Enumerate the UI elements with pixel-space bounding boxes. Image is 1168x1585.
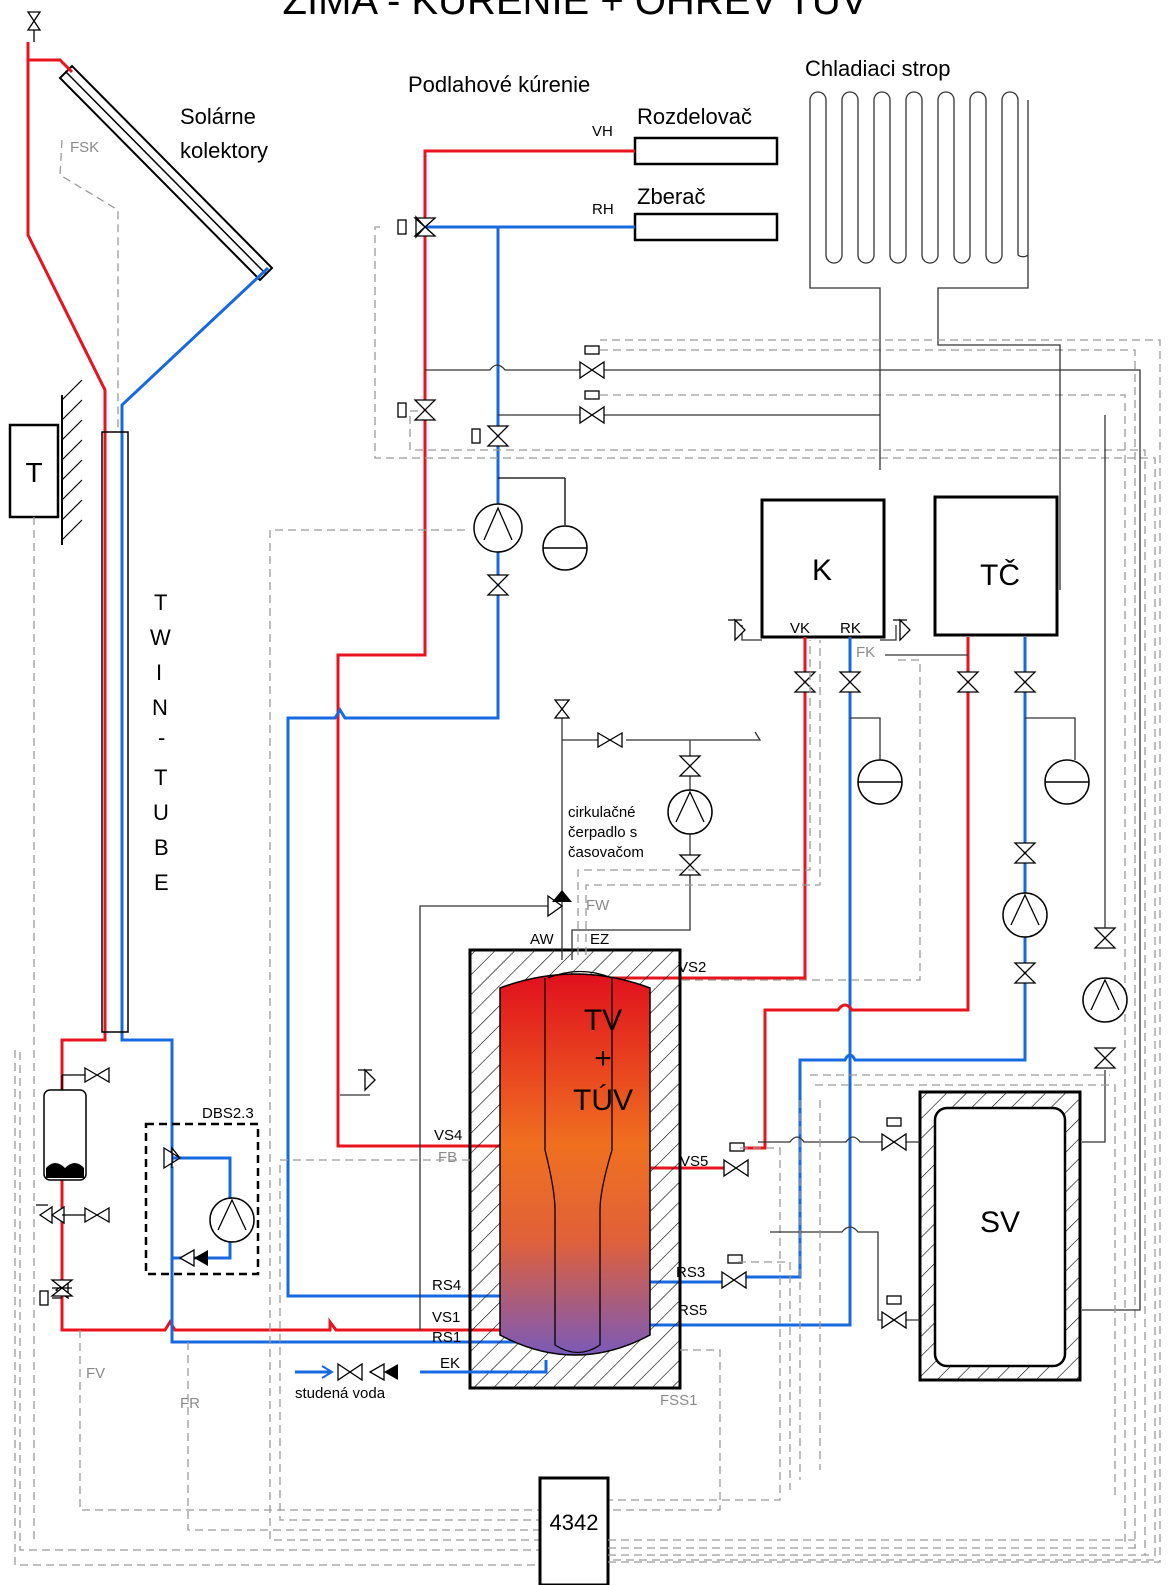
svg-text:U: U bbox=[153, 800, 169, 825]
valve-red-mid bbox=[397, 399, 437, 421]
rs4-label: RS4 bbox=[432, 1277, 461, 1294]
floor-pump-icon bbox=[473, 503, 523, 553]
boiler-expansion-vessel bbox=[857, 759, 903, 805]
heat-pump-tc bbox=[933, 495, 1059, 637]
collector-box bbox=[633, 212, 779, 242]
rk-label: RK bbox=[840, 620, 861, 637]
rs1-label: RS1 bbox=[432, 1329, 461, 1346]
tank-body bbox=[499, 973, 651, 1356]
svg-text:B: B bbox=[154, 835, 169, 860]
distributor-label: Rozdelovač bbox=[637, 104, 752, 129]
cooling-ceiling-label: Chladiaci strop bbox=[805, 56, 951, 81]
storage-label: SV bbox=[980, 1206, 1020, 1239]
vs2-label: VS2 bbox=[678, 959, 706, 976]
ez-label: EZ bbox=[590, 931, 609, 948]
distributor-box bbox=[633, 136, 779, 166]
hp-expansion-vessel bbox=[1044, 759, 1090, 805]
svg-text:T: T bbox=[154, 765, 167, 790]
fv-label: FV bbox=[86, 1365, 105, 1382]
rs5-label: RS5 bbox=[678, 1302, 707, 1319]
floor-expansion-vessel bbox=[542, 525, 588, 571]
controller-box bbox=[538, 1476, 610, 1585]
circ-pump-label-3: časovačom bbox=[568, 844, 644, 861]
tank-tuv-label: TÚV bbox=[573, 1084, 633, 1117]
vh-label: VH bbox=[592, 123, 613, 140]
svg-text:N: N bbox=[152, 695, 168, 720]
vs4-label: VS4 bbox=[434, 1127, 462, 1144]
twin-tube bbox=[101, 431, 129, 1033]
vk-label: VK bbox=[790, 620, 810, 637]
svg-text:W: W bbox=[150, 625, 171, 650]
solar-label-2: kolektory bbox=[180, 138, 268, 163]
svg-text:I: I bbox=[156, 660, 162, 685]
mixing-valve-top bbox=[397, 215, 437, 239]
circ-pump-label-2: čerpadlo s bbox=[568, 824, 637, 841]
fsk-label: FSK bbox=[70, 139, 99, 156]
sv-pump-icon bbox=[1082, 977, 1128, 1023]
fr-label: FR bbox=[180, 1395, 200, 1412]
circ-pump-label-1: cirkulačné bbox=[568, 804, 636, 821]
svg-text:E: E bbox=[154, 870, 169, 895]
cooling-ceiling-coil bbox=[809, 91, 1061, 590]
diagram-title: ZIMA - KÚRENIE + OHREV TÚV bbox=[283, 0, 868, 23]
valve-blue-mid bbox=[471, 425, 510, 447]
solar-label-1: Solárne bbox=[180, 104, 256, 129]
fb-label: FB bbox=[438, 1149, 457, 1166]
boiler-k bbox=[760, 498, 886, 639]
vs5-label: VS5 bbox=[680, 1153, 708, 1170]
fk-label: FK bbox=[856, 644, 875, 661]
cold-water-label: studená voda bbox=[295, 1385, 386, 1402]
dbs-label: DBS2.3 bbox=[202, 1105, 254, 1122]
svg-text:T: T bbox=[154, 590, 167, 615]
rs3-label: RS3 bbox=[676, 1264, 705, 1281]
boiler-k-label: K bbox=[812, 554, 832, 587]
rh-label: RH bbox=[592, 201, 614, 218]
air-vent-icon bbox=[26, 11, 42, 42]
controller-label: 4342 bbox=[550, 1510, 599, 1535]
tank-plus-label: + bbox=[594, 1042, 612, 1075]
heat-pump-label: TČ bbox=[980, 558, 1020, 592]
circulation-pump-icon bbox=[667, 789, 713, 835]
tank-tv-label: TV bbox=[584, 1004, 622, 1037]
svg-text:-: - bbox=[158, 725, 165, 750]
floor-heating-label: Podlahové kúrenie bbox=[408, 72, 590, 97]
solar-expansion-vessel bbox=[43, 1089, 87, 1181]
twin-tube-label: T W I N - T U B E bbox=[150, 590, 171, 895]
thermostat-label: T bbox=[25, 457, 42, 488]
ek-label: EK bbox=[440, 1355, 460, 1372]
vs1-label: VS1 bbox=[432, 1309, 460, 1326]
aw-label: AW bbox=[530, 931, 554, 948]
dbs-pump-icon bbox=[209, 1197, 255, 1243]
fw-label: FW bbox=[586, 897, 610, 914]
dbs-group-box bbox=[144, 1122, 260, 1276]
fss1-label: FSS1 bbox=[660, 1392, 698, 1409]
solar-collector bbox=[58, 64, 274, 282]
collector-label: Zberač bbox=[637, 184, 705, 209]
hp-pump-icon bbox=[1002, 892, 1048, 938]
